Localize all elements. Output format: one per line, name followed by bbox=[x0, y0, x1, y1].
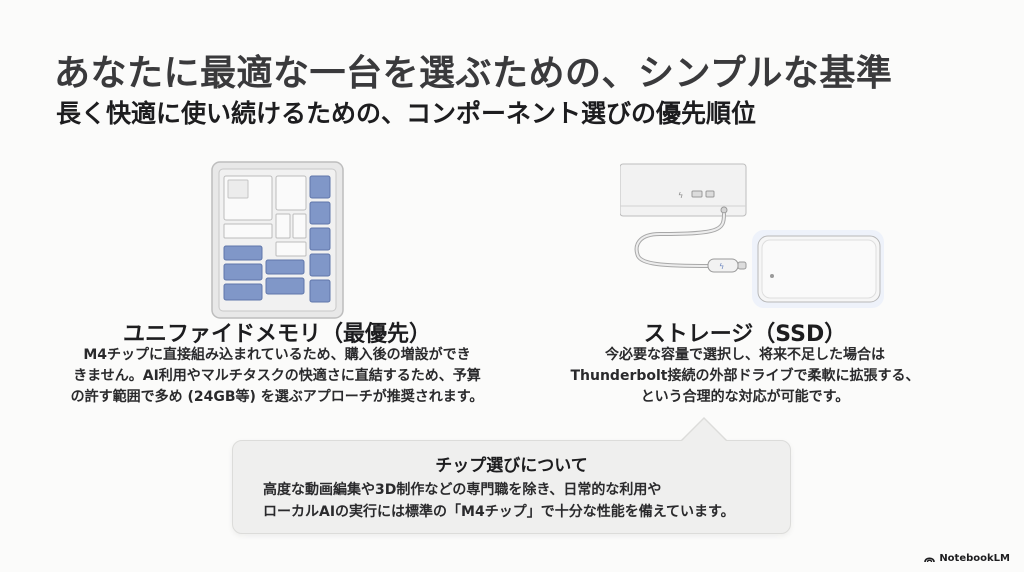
memory-line-1: M4チップに直接組み込まれているため、購入後の増設ができ bbox=[83, 347, 471, 363]
svg-text:ϟ: ϟ bbox=[719, 262, 724, 271]
slide-title: あなたに最適な一台を選ぶための、シンプルな基準 bbox=[54, 53, 893, 94]
callout-text: 高度な動画編集や3D制作などの専門職を除き、日常的な利用や ローカルAIの実行に… bbox=[263, 479, 735, 523]
memory-heading: ユニファイドメモリ（最優先） bbox=[122, 322, 431, 347]
chip-icon bbox=[211, 161, 344, 319]
memory-description: M4チップに直接組み込まれているため、購入後の増設ができ きません。AI利用やマ… bbox=[57, 345, 497, 408]
callout-pointer bbox=[682, 419, 726, 441]
storage-line-1: 今必要な容量で選択し、将来不足した場合は bbox=[605, 347, 885, 363]
brand-badge: NotebookLM bbox=[924, 553, 1010, 564]
callout-title: チップ選びについて bbox=[435, 456, 588, 476]
chip-note-callout: チップ選びについて 高度な動画編集や3D制作などの専門職を除き、日常的な利用や … bbox=[232, 440, 791, 534]
storage-line-3: という合理的な対応が可能です。 bbox=[640, 389, 850, 405]
storage-description: 今必要な容量で選択し、将来不足した場合は Thunderbolt接続の外部ドライ… bbox=[545, 345, 945, 408]
memory-line-2: きません。AI利用やマルチタスクの快適さに直結するため、予算 bbox=[73, 368, 481, 384]
external-drive-icon: ϟ ϟ bbox=[620, 163, 884, 308]
notebooklm-logo-icon bbox=[924, 557, 936, 563]
storage-line-2: Thunderbolt接続の外部ドライブで柔軟に拡張する、 bbox=[570, 368, 920, 384]
memory-line-3: の許す範囲で多め (24GB等) を選ぶアプローチが推奨されます。 bbox=[70, 389, 484, 405]
brand-name: NotebookLM bbox=[939, 553, 1010, 564]
callout-line-2: ローカルAIの実行には標準の「M4チップ」で十分な性能を備えています。 bbox=[263, 504, 735, 520]
callout-line-1: 高度な動画編集や3D制作などの専門職を除き、日常的な利用や bbox=[263, 482, 662, 498]
svg-text:ϟ: ϟ bbox=[678, 191, 683, 200]
storage-heading: ストレージ（SSD） bbox=[643, 322, 847, 347]
slide-subtitle: 長く快適に使い続けるための、コンポーネント選びの優先順位 bbox=[56, 99, 757, 128]
